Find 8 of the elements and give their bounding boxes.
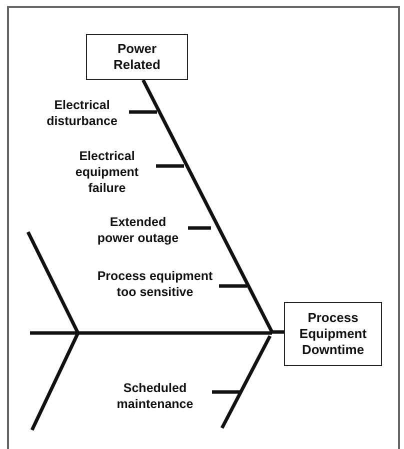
cause-label: Electrical disturbance — [46, 97, 118, 129]
cause-label: Electrical equipment failure — [74, 148, 140, 196]
bone-line — [142, 79, 284, 334]
cause-label: Extended power outage — [96, 214, 180, 246]
category-box: Power Related — [86, 34, 188, 80]
cause-label: Scheduled maintenance — [116, 380, 194, 412]
cause-label: Process equipment too sensitive — [96, 268, 214, 300]
effect-box: Process Equipment Downtime — [284, 302, 382, 366]
